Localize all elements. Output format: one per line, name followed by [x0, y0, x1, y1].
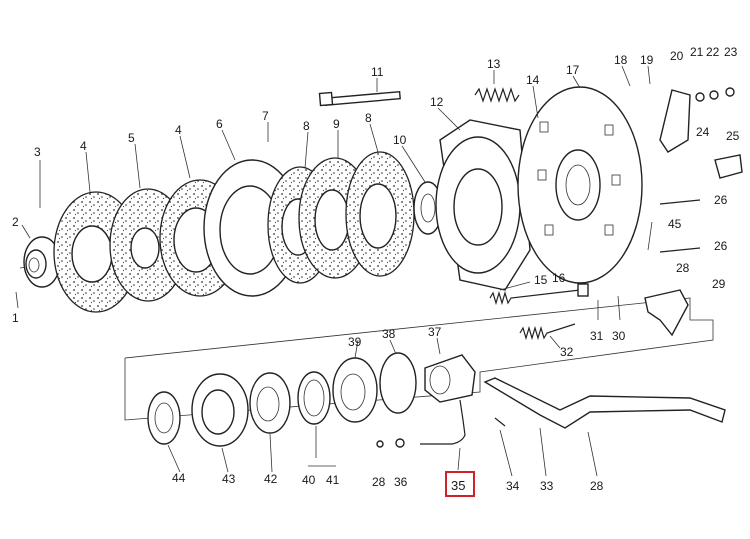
label-23: 23	[724, 45, 738, 59]
leader-lines	[15, 65, 653, 477]
label-8-left: 8	[303, 119, 310, 133]
label-38: 38	[382, 327, 396, 341]
label-10: 10	[393, 133, 407, 147]
label-13: 13	[487, 57, 501, 71]
label-28-right: 28	[676, 261, 690, 275]
label-34: 34	[506, 479, 520, 493]
bracket-25	[714, 154, 743, 179]
label-8-right: 8	[365, 111, 372, 125]
label-35: 35	[451, 478, 465, 493]
label-41: 41	[326, 473, 340, 487]
label-29: 29	[712, 277, 726, 291]
label-24: 24	[696, 125, 710, 139]
bolt-26-upper	[659, 199, 701, 205]
clutch-cover-12	[435, 119, 531, 291]
hub-part-2	[23, 236, 61, 288]
label-37: 37	[428, 325, 442, 339]
highlight-box-35	[445, 471, 475, 497]
spring-15	[489, 289, 581, 306]
label-44: 44	[172, 471, 186, 485]
label-42: 42	[264, 472, 278, 486]
spring-32	[519, 323, 576, 341]
shaft-11	[318, 90, 401, 107]
rings-40-41	[297, 371, 331, 425]
part-16	[577, 283, 589, 297]
label-11: 11	[371, 65, 384, 79]
spring-13	[474, 87, 520, 103]
screw-28-lower	[376, 440, 384, 448]
label-40: 40	[302, 473, 316, 487]
label-28-lower: 28	[372, 475, 386, 489]
label-25: 25	[726, 129, 740, 143]
label-33: 33	[540, 479, 554, 493]
collar-39	[332, 357, 378, 423]
label-31: 31	[590, 329, 604, 343]
lever-assembly-20	[659, 87, 735, 153]
label-32: 32	[560, 345, 574, 359]
label-36: 36	[394, 475, 408, 489]
label-22: 22	[706, 45, 720, 59]
label-12: 12	[430, 95, 444, 109]
fork-29	[644, 289, 689, 337]
bolt-26-lower	[659, 247, 701, 253]
label-1: 1	[12, 311, 19, 325]
label-3: 3	[34, 145, 41, 159]
fitting-36	[395, 438, 405, 448]
label-20: 20	[670, 49, 684, 63]
label-7: 7	[262, 109, 269, 123]
label-2: 2	[12, 215, 19, 229]
label-16: 16	[552, 271, 566, 285]
label-5: 5	[128, 131, 135, 145]
label-18: 18	[614, 53, 628, 67]
label-28-pedal: 28	[590, 479, 604, 493]
bearing-42	[249, 372, 291, 434]
flywheel-plate-17	[517, 86, 643, 284]
label-26-upper: 26	[714, 193, 728, 207]
label-4-left: 4	[80, 139, 87, 153]
label-45: 45	[668, 217, 682, 231]
snap-ring-44	[147, 391, 181, 445]
label-26-lower: 26	[714, 239, 728, 253]
label-15: 15	[534, 273, 548, 287]
pipe-35	[420, 399, 466, 445]
friction-disc-8-right	[345, 151, 415, 277]
label-6: 6	[216, 117, 223, 131]
pin-34	[494, 417, 506, 427]
label-14: 14	[526, 73, 540, 87]
label-21: 21	[690, 45, 704, 59]
label-19: 19	[640, 53, 654, 67]
circlip-38	[379, 352, 417, 414]
label-4-right: 4	[175, 123, 182, 137]
label-17: 17	[566, 63, 580, 77]
bearing-43	[191, 373, 249, 447]
label-43: 43	[222, 472, 236, 486]
pedal-lever-33	[483, 377, 726, 429]
label-9: 9	[333, 117, 340, 131]
sleeve-37	[424, 354, 476, 403]
label-39: 39	[348, 335, 362, 349]
label-30: 30	[612, 329, 626, 343]
